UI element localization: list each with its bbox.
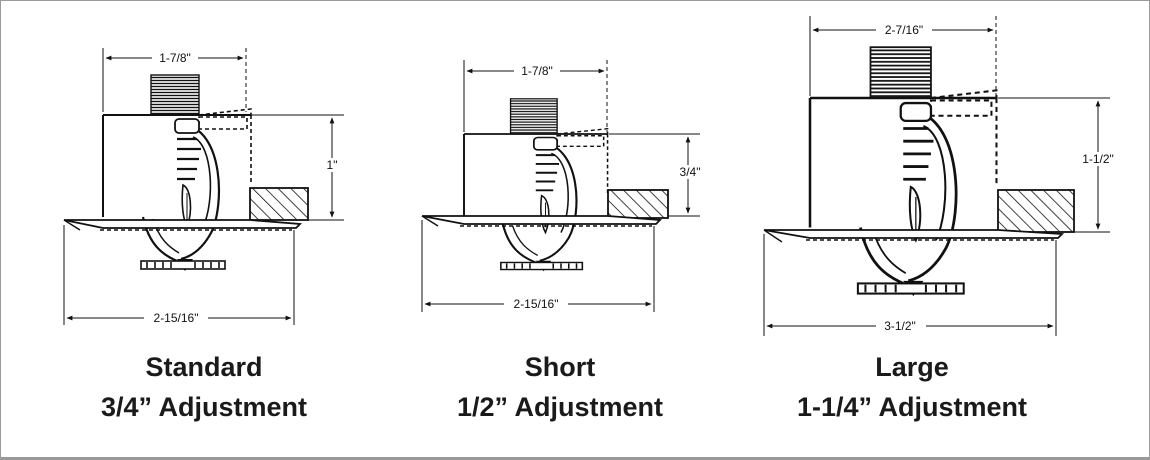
diagram-large: 2-7/16" 1-1/2" 3-1/2" Large 1-1/4” Adjus…: [763, 16, 1122, 422]
dim-side-label: 1": [327, 158, 338, 172]
dim-bottom-label: 2-15/16": [154, 311, 199, 325]
diagram-short: 1-7/8" 3/4" 2-15/16" Short 1/2” Adjustme…: [421, 60, 704, 422]
dim-top-label: 2-7/16": [885, 23, 923, 37]
caption-standard-title: Standard: [145, 352, 262, 382]
dim-side-label: 1-1/2": [1082, 152, 1114, 166]
dim-top-label: 1-7/8": [159, 51, 191, 65]
dim-bottom-label: 3-1/2": [884, 319, 916, 333]
diagram-standard: 1-7/8" 1" 2-15/16" Standard 3/4” Adjustm…: [63, 48, 344, 422]
dim-bottom-label: 2-15/16": [514, 297, 559, 311]
caption-short-subtitle: 1/2” Adjustment: [457, 392, 663, 422]
caption-large-title: Large: [875, 352, 949, 382]
dim-side-label: 3/4": [680, 165, 701, 179]
caption-short-title: Short: [525, 352, 596, 382]
caption-large-subtitle: 1-1/4” Adjustment: [797, 392, 1027, 422]
caption-standard-subtitle: 3/4” Adjustment: [101, 392, 307, 422]
dim-top-label: 1-7/8": [521, 64, 553, 78]
